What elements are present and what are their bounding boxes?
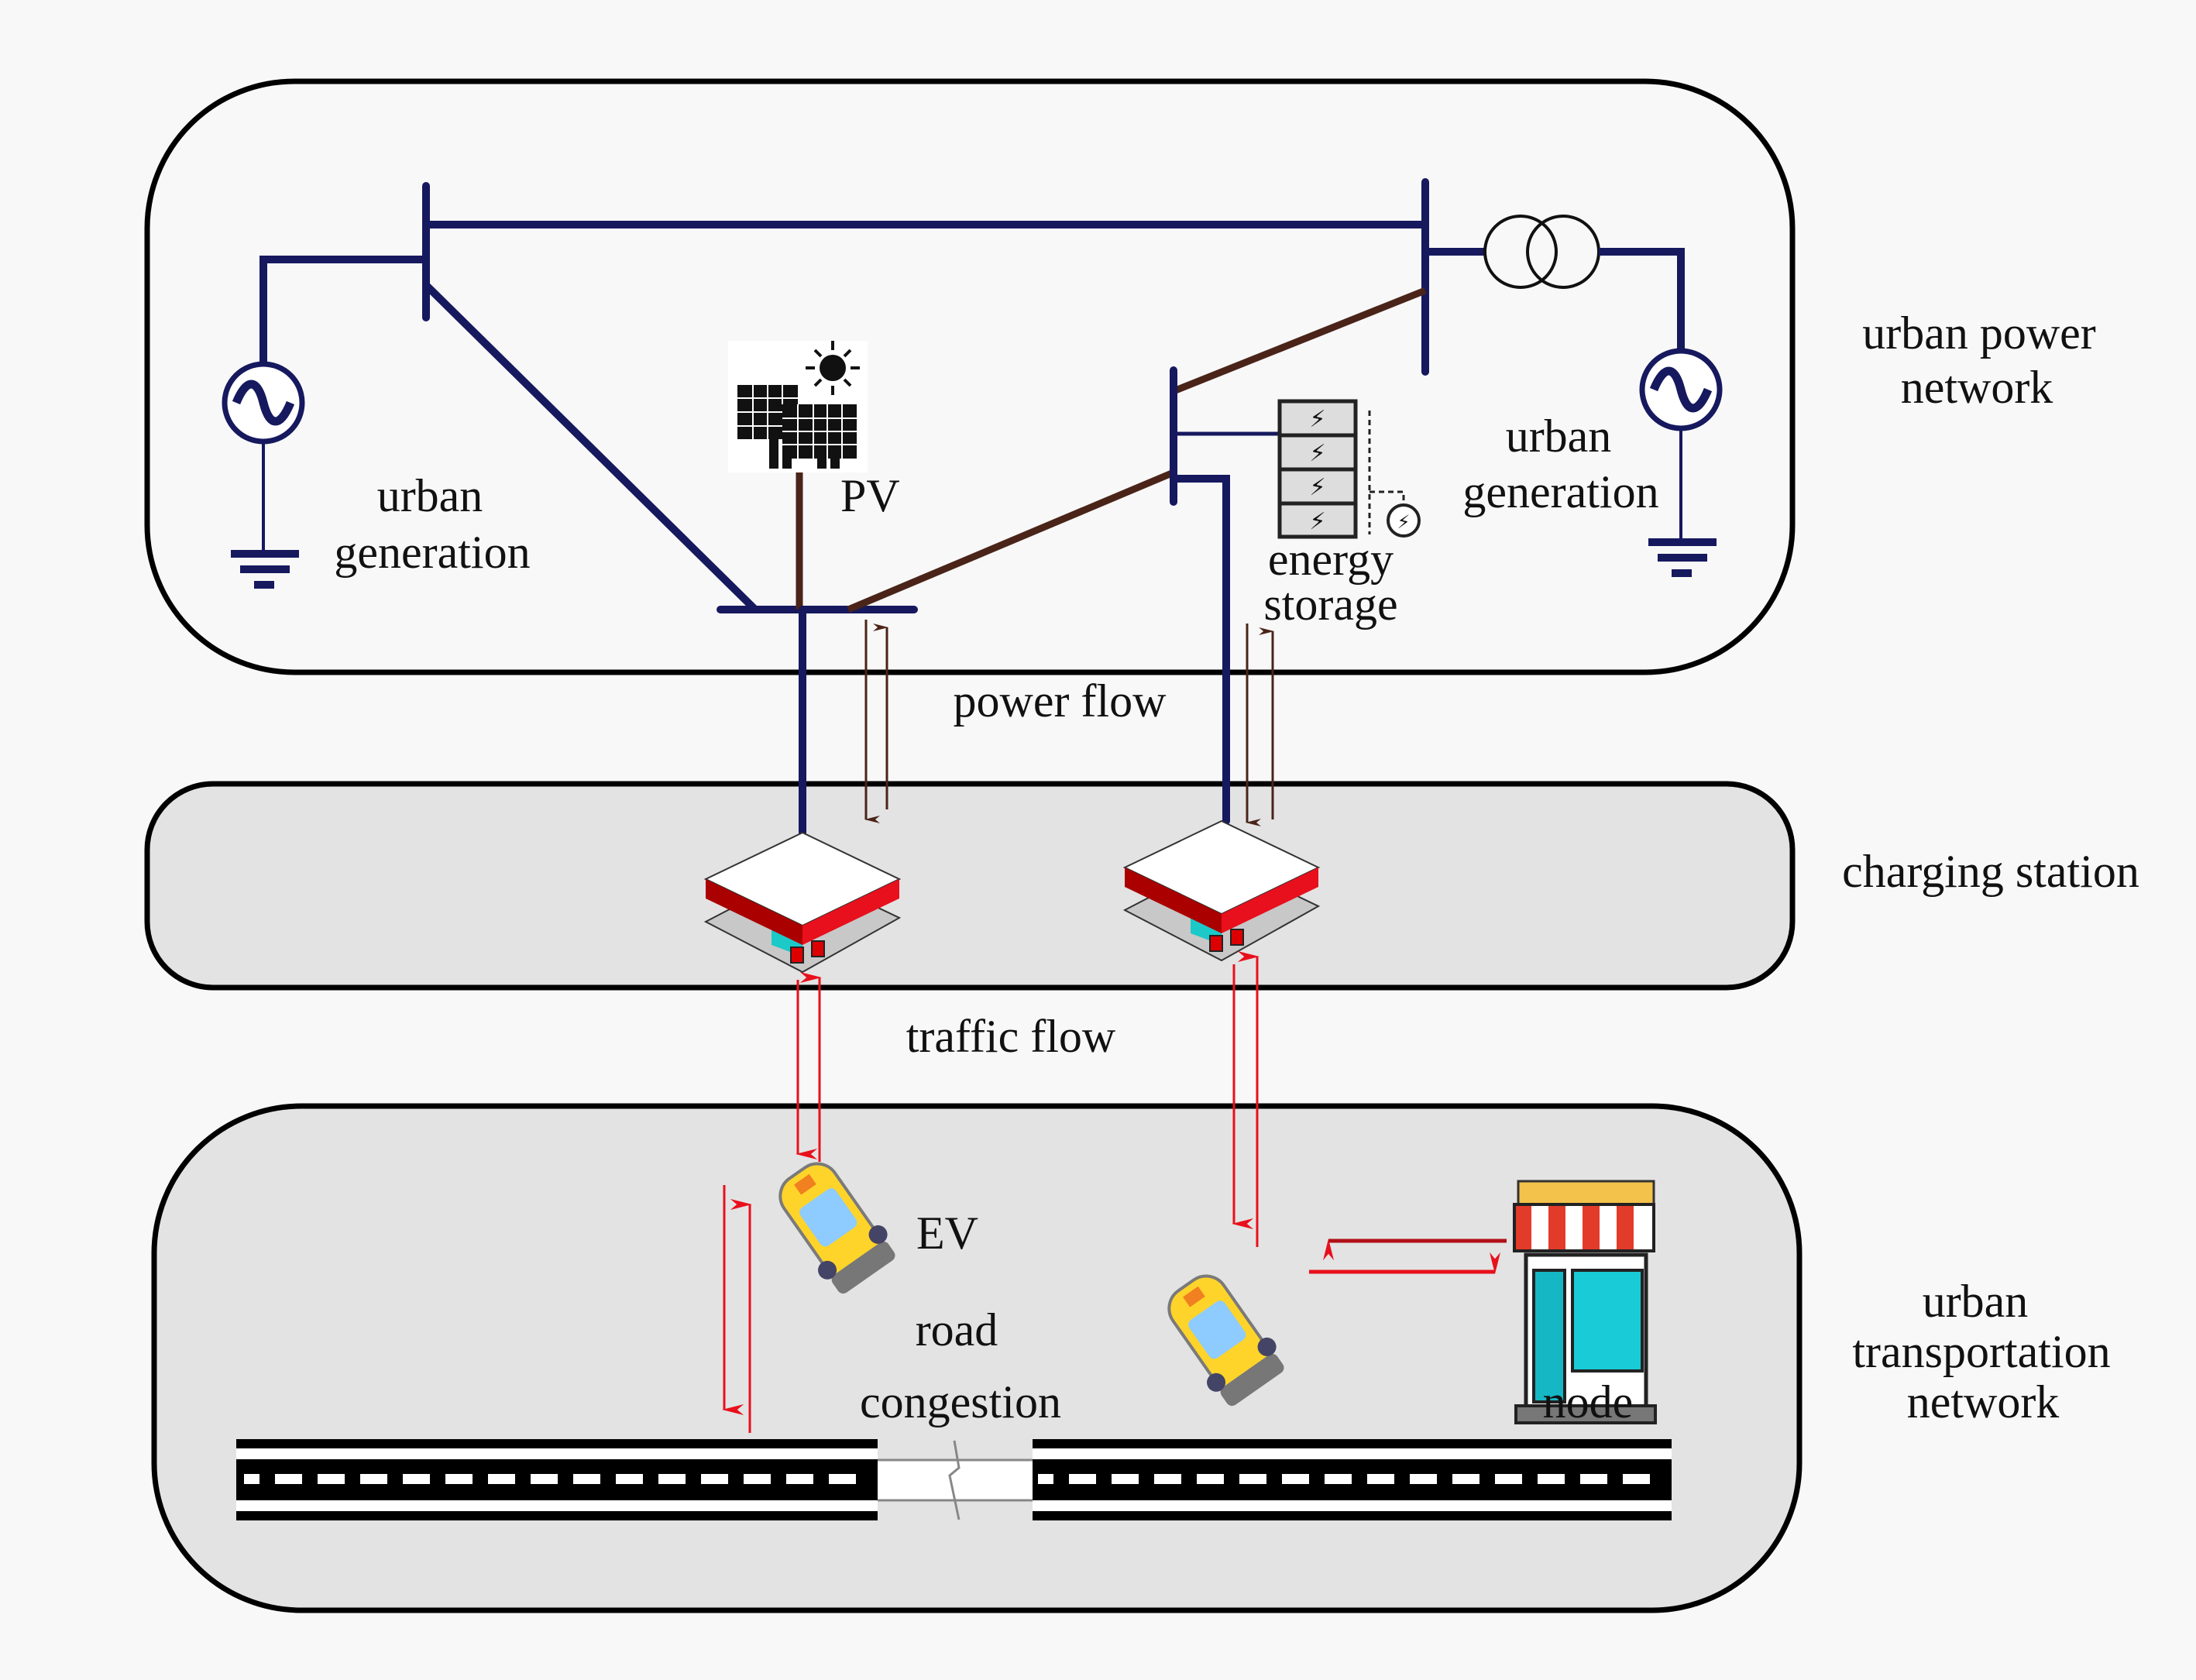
ev-car-2-icon[interactable] <box>1153 1263 1292 1412</box>
ground-left-icon <box>231 550 299 589</box>
power-network-panel <box>144 78 1796 675</box>
traffic-flow-arrows-station-1 <box>796 972 822 1162</box>
label-generation-right-line2: generation <box>1462 466 1658 517</box>
road-break-congestion <box>878 1440 1033 1520</box>
generator-right-icon <box>1639 348 1723 538</box>
left-generator-feeder <box>259 256 430 372</box>
charging-station-panel <box>144 781 1796 991</box>
node-flow-arrows <box>1309 1239 1507 1274</box>
feeder-to-station-2 <box>1170 475 1230 825</box>
road-congestion-arrows <box>722 1185 752 1433</box>
ground-right-icon <box>1648 538 1717 577</box>
transmission-line-diagonal <box>424 283 759 613</box>
svg-text:⚡: ⚡ <box>1309 440 1325 467</box>
generator-left-icon <box>222 361 305 550</box>
label-ev: EV <box>916 1208 978 1259</box>
label-storage-line2: storage <box>1263 579 1397 630</box>
label-power-flow: power flow <box>954 675 1167 727</box>
label-road: road <box>916 1304 998 1355</box>
svg-text:⚡: ⚡ <box>1309 474 1325 501</box>
charging-station-2-icon[interactable] <box>1122 819 1321 962</box>
layer-label-transport-line1: urban <box>1923 1276 2029 1327</box>
power-flow-arrows-station-1 <box>864 620 888 823</box>
layer-label-power-line2: network <box>1901 362 2053 413</box>
line-mid-to-right-bus <box>1172 287 1427 395</box>
label-generation-right-line1: urban <box>1506 411 1612 462</box>
ev-car-icon[interactable] <box>765 1150 903 1300</box>
road-segment-left <box>236 1439 878 1520</box>
label-generation-left-line2: generation <box>334 527 530 578</box>
label-congestion: congestion <box>860 1376 1061 1427</box>
layer-label-transport-line3: network <box>1907 1376 2060 1427</box>
svg-text:⚡: ⚡ <box>1309 508 1325 535</box>
battery-storage-icon: ⚡ ⚡ ⚡ ⚡ ⚡ <box>1277 399 1421 539</box>
node-store-icon[interactable] <box>1513 1180 1657 1424</box>
traffic-flow-arrows-station-2 <box>1232 951 1260 1247</box>
svg-text:⚡: ⚡ <box>1309 406 1325 433</box>
label-pv: PV <box>840 470 900 521</box>
label-traffic-flow: traffic flow <box>906 1011 1116 1062</box>
label-generation-left-line1: urban <box>377 470 483 521</box>
transformer-icon <box>1425 215 1685 352</box>
svg-text:⚡: ⚡ <box>1397 511 1411 533</box>
label-storage-line1: energy <box>1268 534 1394 585</box>
label-node: node <box>1543 1376 1634 1427</box>
line-bus-bottom-to-mid <box>847 469 1175 613</box>
layer-label-charging: charging station <box>1842 846 2139 897</box>
charging-station-1-icon[interactable] <box>703 831 902 974</box>
power-flow-arrows-station-2 <box>1246 624 1274 826</box>
solar-panel-icon <box>728 341 868 472</box>
road-segment-right <box>1033 1439 1672 1520</box>
layer-label-transport-line2: transportation <box>1852 1326 2110 1377</box>
layer-label-power-line1: urban power <box>1862 307 2096 359</box>
